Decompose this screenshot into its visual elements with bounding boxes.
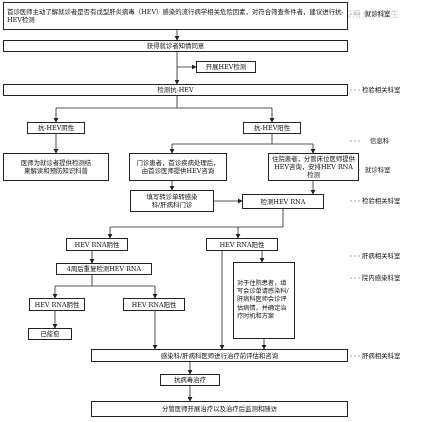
node-referral-form: 填写转诊单转感染 科/肝病科门诊 bbox=[130, 190, 214, 212]
watermark: 中国实用乡村医生 bbox=[323, 10, 400, 20]
node-inpatient-hepatology-consult: 对于住院患者，填写会诊单请感染科/肝病科医师会诊评估病情，并确定治疗时机和方案 bbox=[233, 262, 295, 339]
node-result-interpretation: 医师为就诊者提供检测结 果解读和预防知识科普 bbox=[3, 153, 109, 181]
dept-label-visit-2: 就诊科室 bbox=[365, 166, 391, 174]
node-anti-hev-test: 检测抗-HEV bbox=[3, 84, 348, 96]
node-hev-rna-positive-repeat: HEV RNA阳性 bbox=[123, 298, 185, 311]
node-outpatient-consult: 门诊患者，首诊疾病处理后， 由首诊医师提供HEV咨询 bbox=[129, 153, 227, 181]
node-repeat-rna-4-weeks: 4周后重复检测HEV RNA bbox=[56, 263, 152, 275]
node-informed-consent: 获得就诊者知情同意 bbox=[3, 40, 348, 52]
dept-label-hepatology-2: 肝病相关科室 bbox=[362, 352, 401, 360]
node-initial-screening: 首诊医师主动了解就诊者是否有戊型肝炎病毒（HEV）感染的流行病学相关危险因素，对… bbox=[3, 2, 348, 30]
node-hev-rna-test: 检测HEV RNA bbox=[242, 194, 324, 209]
node-treatment-followup: 分管医师开展治疗以及治疗后监测和随访 bbox=[91, 401, 348, 417]
node-pretreatment-evaluation: 感染科/肝病科医师进行治疗前评估和咨询 bbox=[91, 349, 348, 362]
dept-label-lab-1: 检验相关科室 bbox=[362, 86, 401, 94]
dept-label-it: 信息科 bbox=[370, 137, 390, 145]
node-hev-rna-negative: HEV RNA阴性 bbox=[66, 238, 128, 251]
node-hev-rna-negative-repeat: HEV RNA阴性 bbox=[29, 298, 85, 311]
dept-label-hepatology-1: 肝病相关科室 bbox=[362, 252, 401, 260]
node-anti-hev-negative: 抗-HEV阴性 bbox=[27, 122, 85, 134]
dept-label-lab-2: 检验相关科室 bbox=[362, 197, 401, 205]
node-recovered: 已痊愈 bbox=[28, 328, 72, 340]
node-inpatient-consult: 住院患者，分管床位医师提供 HEV咨询，安排HEV RNA检测 bbox=[268, 153, 359, 181]
node-hev-rna-positive: HEV RNA阳性 bbox=[206, 238, 278, 251]
dept-label-visit-1: 就诊科室 bbox=[365, 10, 391, 18]
node-anti-hev-positive: 抗-HEV阳性 bbox=[243, 122, 301, 134]
dept-label-infection: 院内感染科室 bbox=[362, 274, 401, 282]
node-hev-testing: 开展HEV检测 bbox=[196, 61, 256, 73]
node-antiviral-therapy: 抗病毒治疗 bbox=[160, 374, 220, 386]
